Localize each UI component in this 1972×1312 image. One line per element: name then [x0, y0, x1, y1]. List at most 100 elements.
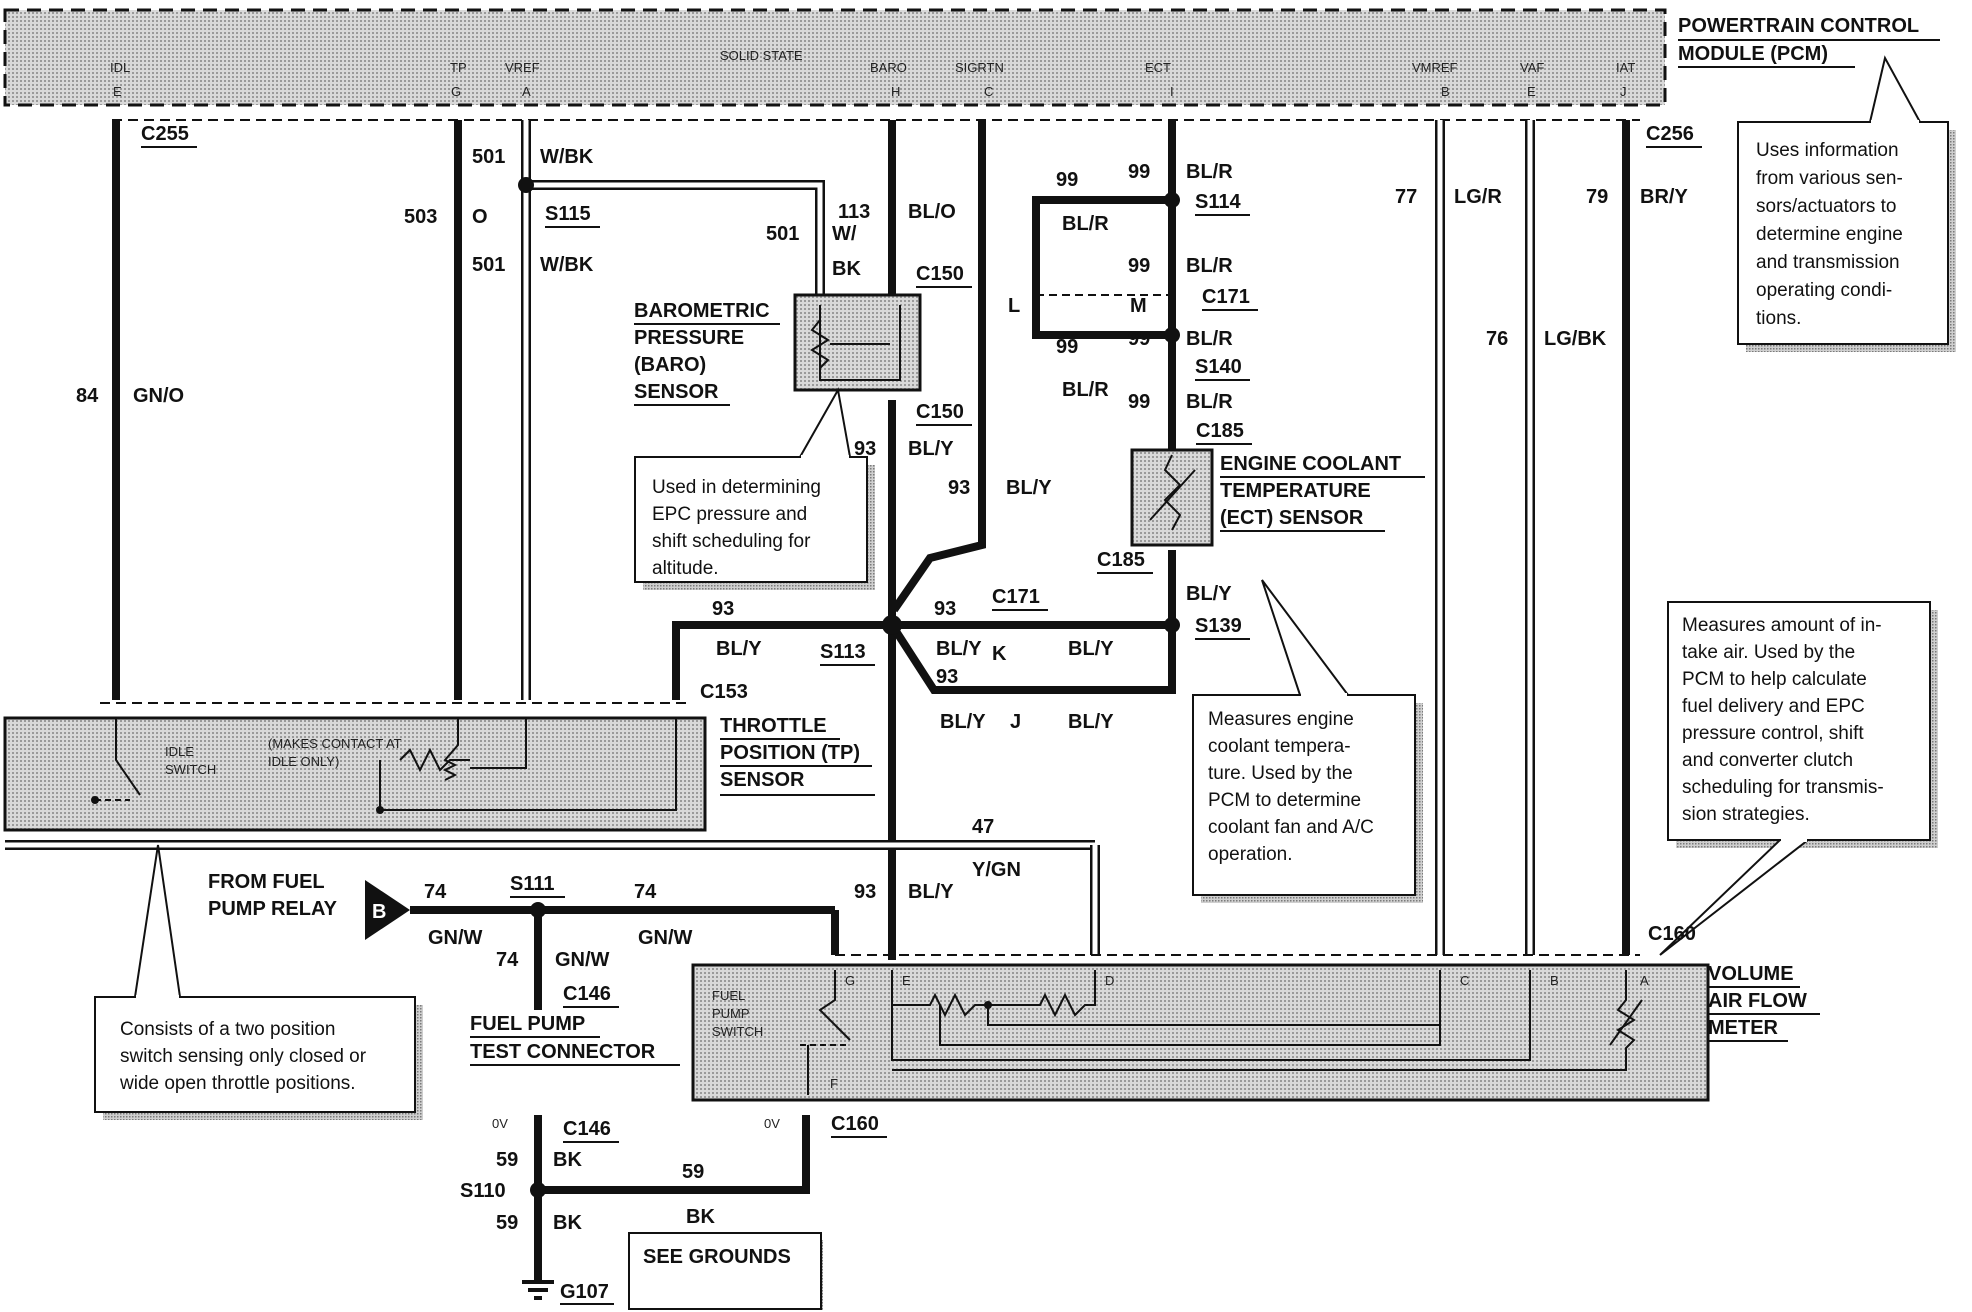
vaf-pin-g: G	[845, 973, 855, 988]
wire-99-number-d: 99	[1056, 336, 1078, 358]
splice-s139	[1164, 617, 1180, 633]
vaf-pin-a: A	[1640, 973, 1649, 988]
wire-503-color: O	[472, 206, 488, 228]
splice-s110	[530, 1182, 546, 1198]
wire-501-number-lower: 501	[472, 254, 505, 276]
baro-sensor	[793, 293, 922, 392]
connector-c185-top: C185	[1196, 420, 1244, 442]
splice-s111-label: S111	[510, 873, 555, 895]
fuel-from-relay-line2: PUMP RELAY	[208, 898, 338, 920]
wire-113-color: BL/O	[908, 201, 956, 223]
wire-93-color-a: BL/Y	[908, 438, 954, 460]
wire-74-color-c: GN/W	[555, 949, 610, 971]
wire-93-number-h: 93	[854, 881, 876, 903]
pin-l: L	[1008, 295, 1020, 317]
splice-s140	[1164, 327, 1180, 343]
wire-99-number-a: 99	[1128, 161, 1150, 183]
pcm-pin-vaf-letter: E	[1527, 84, 1536, 99]
ect-note-line3: ture. Used by the	[1208, 763, 1353, 784]
ect-title-line3: (ECT) SENSOR	[1220, 507, 1364, 529]
wire-93-number-b: 93	[948, 477, 970, 499]
ect-note-line4: PCM to determine	[1208, 790, 1361, 811]
tp-title-line3: SENSOR	[720, 769, 805, 791]
wire-99-color-b: BL/R	[1062, 213, 1109, 235]
pcm-title-line2: MODULE (PCM)	[1678, 43, 1828, 65]
vaf-pin-d: D	[1105, 973, 1114, 988]
tp-sensor: IDLE SWITCH (MAKES CONTACT AT IDLE ONLY)	[3, 702, 707, 832]
tp-title-line1: THROTTLE	[720, 715, 827, 737]
wire-99-number-c: 99	[1128, 255, 1150, 277]
vaf-meter: G E D C B A F FUEL PUMP SWITCH	[691, 954, 1710, 1102]
tp-note-line1: Consists of a two position	[120, 1019, 335, 1040]
wire-93-color-c: BL/Y	[716, 638, 762, 660]
wire-93-number-d: 93	[934, 598, 956, 620]
wire-503-number: 503	[404, 206, 437, 228]
fuel-test-connector-line2: TEST CONNECTOR	[470, 1041, 656, 1063]
wire-93-sigrtn	[890, 120, 986, 613]
wire-501-number-top: 501	[472, 146, 505, 168]
splice-s140-label: S140	[1195, 356, 1242, 378]
wire-ect-bly: BL/Y	[1186, 583, 1232, 605]
tp-title-line2: POSITION (TP)	[720, 742, 860, 764]
vaf-pin-e: E	[902, 973, 911, 988]
vaf-title-line1: VOLUME	[1708, 963, 1794, 985]
pcm-pin-idl: IDL	[110, 60, 130, 75]
wire-99-number-e: 99	[1128, 328, 1150, 350]
wire-93-color-e: BL/Y	[1068, 638, 1114, 660]
vaf-note-line2: take air. Used by the	[1682, 642, 1855, 663]
pcm-pin-tp: TP	[450, 60, 467, 75]
pcm-note-line6: operating condi-	[1756, 280, 1892, 301]
baro-note-line2: EPC pressure and	[652, 504, 807, 525]
wire-99-number-f: 99	[1128, 391, 1150, 413]
pin-m: M	[1130, 295, 1147, 317]
fuel-from-relay-line1: FROM FUEL	[208, 871, 325, 893]
connector-c146-bottom: C146	[563, 1118, 611, 1140]
wire-76-number: 76	[1486, 328, 1508, 350]
wire-74-number-b: 74	[634, 881, 657, 903]
pcm-pin-ect: ECT	[1145, 60, 1171, 75]
baro-title-line1: BAROMETRIC	[634, 300, 770, 322]
pcm-note-line1: Uses information	[1756, 140, 1899, 161]
vaf-pin-b: B	[1550, 973, 1559, 988]
pcm-pin-baro-letter: H	[891, 84, 900, 99]
baro-title-line4: SENSOR	[634, 381, 719, 403]
baro-note-line3: shift scheduling for	[652, 531, 811, 552]
wire-99-number-b: 99	[1056, 169, 1078, 191]
splice-s113-label: S113	[820, 641, 866, 663]
vaf-pin-c: C	[1460, 973, 1469, 988]
wire-79-color: BR/Y	[1640, 186, 1688, 208]
ect-note-line6: operation.	[1208, 844, 1293, 865]
wire-93-color-f: BL/Y	[940, 711, 986, 733]
tp-makes-contact-line2: IDLE ONLY)	[268, 754, 339, 769]
connector-c160-top: C160	[1648, 923, 1696, 945]
tp-note: Consists of a two position switch sensin…	[94, 844, 423, 1120]
vaf-pump-switch-line1: FUEL	[712, 988, 745, 1003]
ect-note: Measures engine coolant tempera- ture. U…	[1192, 579, 1423, 903]
vaf-note-line5: pressure control, shift	[1682, 723, 1864, 744]
pcm-note-line4: determine engine	[1756, 224, 1903, 245]
vaf-title-line3: METER	[1708, 1017, 1779, 1039]
wire-501-color-lower: W/BK	[540, 254, 594, 276]
wire-59-number-c: 59	[682, 1161, 704, 1183]
pcm-note: Uses information from various sen- sors/…	[1737, 55, 1956, 352]
splice-s115	[518, 177, 534, 193]
wire-93-color-g: BL/Y	[1068, 711, 1114, 733]
ect-note-line5: coolant fan and A/C	[1208, 817, 1374, 838]
wire-84-color: GN/O	[133, 385, 184, 407]
vaf-note-line3: PCM to help calculate	[1682, 669, 1867, 690]
wire-93-color-h: BL/Y	[908, 881, 954, 903]
baro-note: Used in determining EPC pressure and shi…	[634, 387, 875, 590]
fuel-relay-arrow	[365, 880, 410, 940]
splice-s139-label: S139	[1195, 615, 1242, 637]
wire-99-color-e: BL/R	[1186, 328, 1233, 350]
vaf-note-line1: Measures amount of in-	[1682, 615, 1882, 636]
tp-makes-contact-line1: (MAKES CONTACT AT	[268, 736, 402, 751]
wire-99-color-d: BL/R	[1062, 379, 1109, 401]
pcm-pin-vaf: VAF	[1520, 60, 1544, 75]
tp-note-line2: switch sensing only closed or	[120, 1046, 367, 1067]
wire-47-color: Y/GN	[972, 859, 1021, 881]
pcm-pin-iat-letter: J	[1620, 84, 1627, 99]
see-grounds-label: SEE GROUNDS	[643, 1246, 791, 1268]
pcm-pin-idl-letter: E	[113, 84, 122, 99]
